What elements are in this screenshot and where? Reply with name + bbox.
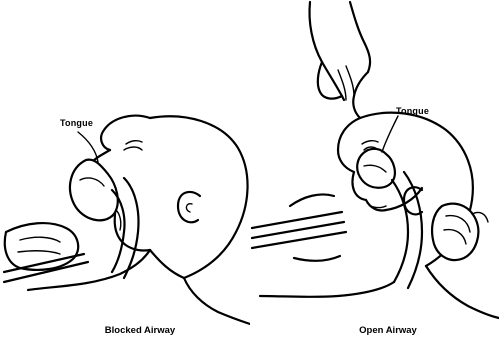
- caption-blocked-airway: Blocked Airway: [80, 325, 200, 336]
- tongue-label-open: Tongue: [396, 106, 429, 116]
- open-airway-drawing: [250, 0, 499, 342]
- tongue-label-blocked: Tongue: [60, 118, 93, 128]
- caption-open-airway: Open Airway: [328, 325, 448, 336]
- blocked-airway-drawing: [0, 0, 250, 342]
